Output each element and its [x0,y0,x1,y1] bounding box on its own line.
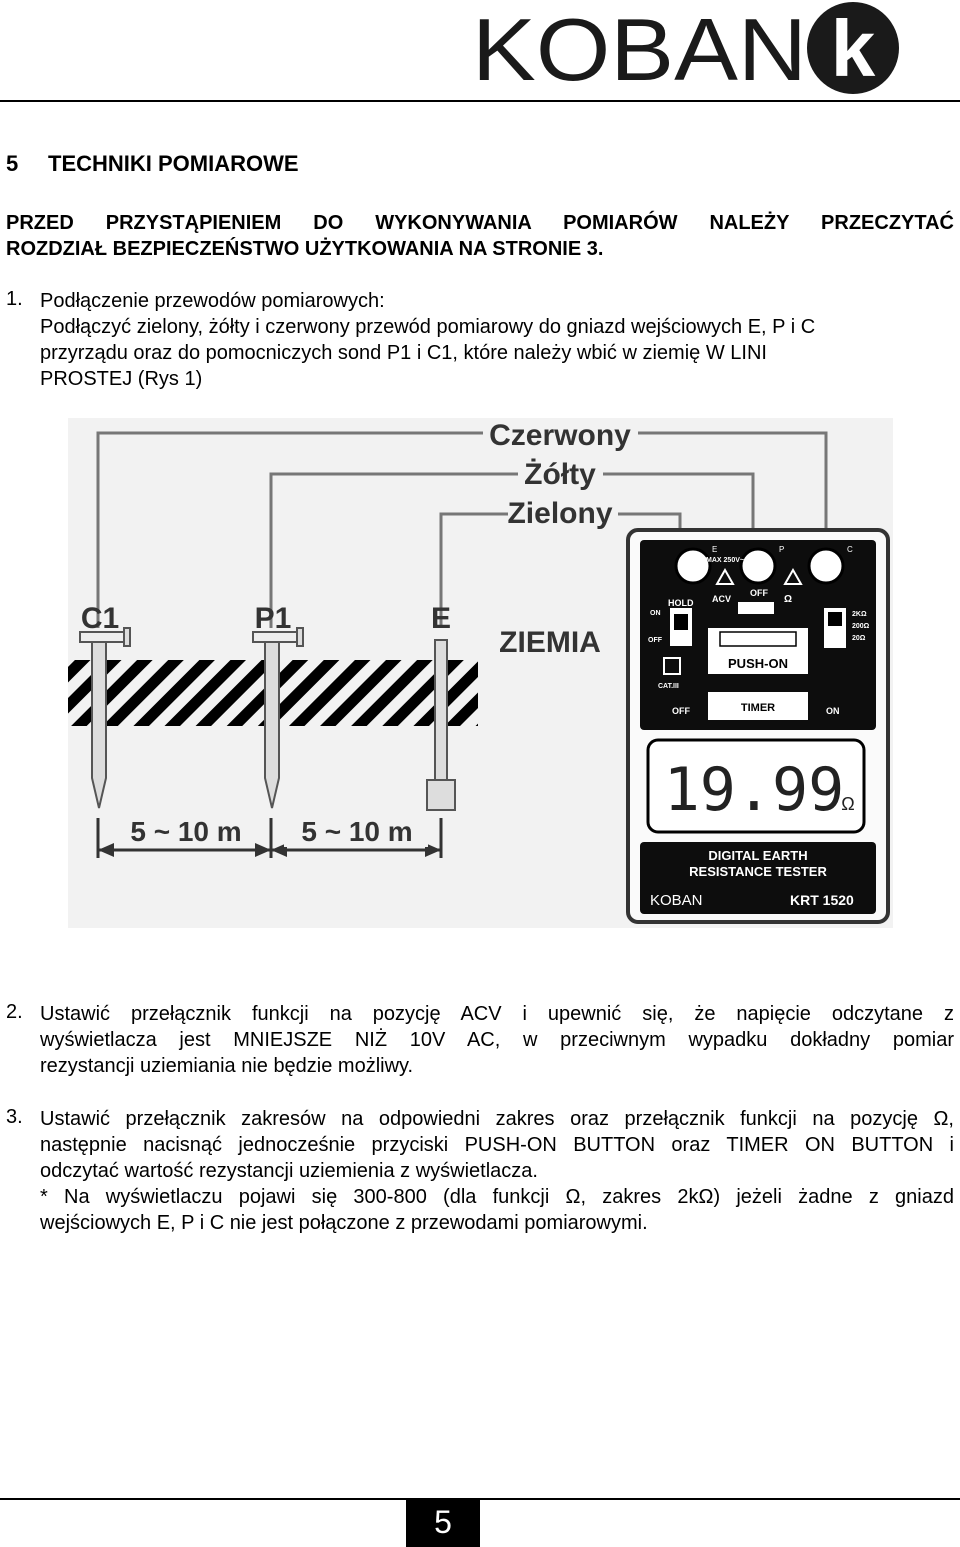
model-line-1: DIGITAL EARTH [708,848,807,863]
logo-circle [807,2,899,94]
probe-label-p1: P1 [255,602,292,635]
step-1-line-4: PROSTEJ (Rys 1) [40,368,203,390]
earth-resistance-meter: E P C MAX 250V~ HOLD ON OFF ACV OFF Ω 2K… [626,528,890,924]
warning-line-2: ROZDZIAŁ BEZPIECZEŃSTWO UŻYTKOWANIA NA S… [6,238,604,260]
logo-mark: k [831,4,876,93]
high-voltage-icon [783,567,803,585]
timer-off-label: OFF [672,706,690,716]
terminal-c [807,547,845,585]
ohm-label: Ω [784,594,792,605]
terminal-label-p: P [779,545,784,554]
wire-red-meter [638,431,828,558]
probe-p1 [252,627,304,809]
koban-logo: KOBAN k [472,0,899,99]
step-2-line-3: rezystancji uziemiania nie będzie możliw… [40,1055,414,1077]
max-voltage-label: MAX 250V~ [706,557,744,564]
section-heading: 5 TECHNIKI POMIAROWE [6,151,299,177]
hold-off-label: OFF [648,637,663,644]
connection-diagram: Czerwony Żółty Zielony ZIEMIA C1 P1 E 5 … [68,418,893,928]
probe-e [426,639,456,811]
range-200-label: 200Ω [852,623,870,630]
model-plate [640,842,876,914]
dim-arrow-right-2 [425,843,441,857]
step-3-line-1: Ustawić przełącznik zakresów na odpowied… [40,1108,954,1130]
warning-line-1: PRZED PRZYSTĄPIENIEM DO WYKONYWANIA POMI… [6,212,954,234]
timer-label: TIMER [741,702,775,714]
step-3-number: 3. [6,1106,23,1128]
dim-arrow-left-1 [98,843,114,857]
range-2k-label: 2KΩ [852,611,867,618]
step-3-line-2: następnie nacisnąć jednocześnie przycisk… [40,1134,954,1156]
timer-button [708,692,808,720]
section-number: 5 [6,151,19,176]
hold-label: HOLD [668,598,694,608]
hold-on-label: ON [650,610,661,617]
terminal-p [739,547,777,585]
model-line-2: RESISTANCE TESTER [689,864,827,879]
step-2-line-2: wyświetlacza jest MNIEJSZE NIŻ 10V AC, w… [40,1029,954,1051]
footer-rule [0,1498,960,1500]
wire-green [439,512,508,628]
probe-label-c1: C1 [81,602,119,635]
probe-label-e: E [431,602,451,635]
wire-red [96,431,483,628]
wire-label-red: Czerwony [489,419,631,452]
lcd-display [646,738,866,834]
terminal-e [674,547,712,585]
range-switch-knob [828,612,842,626]
dim-arrow-right-1 [255,843,271,857]
wire-label-yellow: Żółty [524,458,596,491]
display-value: 19.99 [664,755,845,825]
model-brand: KOBAN [650,892,703,909]
warning-triangle-icon [715,567,735,585]
terminal-label-e: E [712,545,717,554]
step-2-line-1: Ustawić przełącznik funkcji na pozycję A… [40,1003,954,1025]
range-20-label: 20Ω [852,635,866,642]
step-1-line-1: Podłączenie przewodów pomiarowych: [40,290,385,312]
step-2-number: 2. [6,1001,23,1023]
dim-label-bg-1 [114,815,254,847]
push-on-button [708,628,808,674]
hold-switch-knob [674,614,688,630]
model-number: KRT 1520 [790,892,854,908]
step-3-note-line-1: * Na wyświetlaczu pojawi się 300-800 (dl… [40,1186,954,1208]
push-on-slot [719,631,797,647]
push-on-label: PUSH-ON [728,656,788,671]
step-1-number: 1. [6,288,23,310]
acv-label: ACV [712,594,731,604]
ground-label: ZIEMIA [499,626,601,659]
display-unit: Ω [841,794,854,814]
step-1-line-2: Podłączyć zielony, żółty i czerwony prze… [40,316,816,338]
function-switch [738,602,774,614]
timer-on-label: ON [826,706,840,716]
step-3-line-3: odczytać wartość rezystancji uziemienia … [40,1160,538,1182]
step-3-note-line-2: wejściowych E, P i C nie jest połączone … [40,1212,648,1234]
page-number: 5 [434,1504,452,1540]
header-rule [0,100,960,102]
dim-arrow-left-2 [271,843,287,857]
wire-yellow [269,472,518,628]
function-off-label: OFF [750,588,768,598]
cat-label: CAT.III [658,683,679,690]
distance-label-1: 5 ~ 10 m [130,816,241,847]
probe-c1 [79,627,131,809]
double-insulation-icon [663,657,681,675]
section-title: TECHNIKI POMIAROWE [48,151,299,176]
step-1-line-3: przyrządu oraz do pomocniczych sond P1 i… [40,342,767,364]
distance-label-2: 5 ~ 10 m [301,816,412,847]
dim-label-bg-2 [284,815,428,847]
logo-text: KOBAN [472,0,807,99]
wire-label-green: Zielony [507,497,612,530]
page-number-box [406,1500,480,1547]
terminal-label-c: C [847,545,853,554]
